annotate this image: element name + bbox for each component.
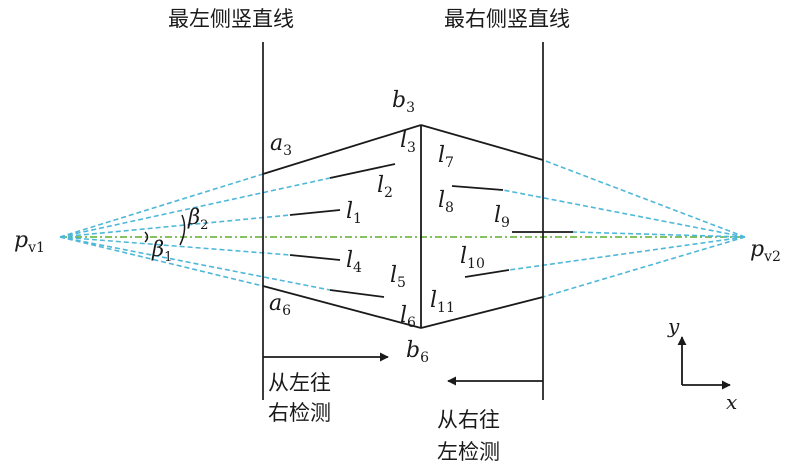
left-to-right-label-line2: 右检测 bbox=[268, 401, 331, 425]
label-a6: a6 bbox=[269, 291, 291, 319]
x-axis-label: x bbox=[726, 390, 737, 414]
label-a3: a3 bbox=[270, 131, 292, 159]
label-pv1: pv1 bbox=[14, 228, 45, 256]
label-b6: b6 bbox=[406, 338, 429, 366]
right-to-left-label-line2: 左检测 bbox=[437, 440, 500, 464]
angle-arc-beta2 bbox=[179, 214, 186, 246]
segment-l1 bbox=[289, 209, 341, 216]
edge-b6-l11 bbox=[420, 296, 544, 329]
angle-arc-beta1 bbox=[144, 231, 149, 243]
heading-right-line: 最右侧竖直线 bbox=[444, 7, 570, 31]
label-l4: l4 bbox=[346, 248, 362, 276]
segment-l10 bbox=[464, 269, 510, 278]
trapezoid-outline bbox=[262, 124, 544, 329]
label-l3: l3 bbox=[400, 128, 416, 156]
label-l8: l8 bbox=[438, 188, 454, 216]
edge-a3-b3 bbox=[262, 124, 422, 175]
label-l11: l11 bbox=[430, 288, 455, 316]
segment-l8 bbox=[451, 185, 504, 191]
label-l7: l7 bbox=[438, 143, 454, 171]
edge-b3-l7 bbox=[420, 124, 544, 161]
label-l9: l9 bbox=[494, 203, 510, 231]
label-pv2: pv2 bbox=[750, 237, 781, 265]
segment-l4 bbox=[289, 254, 341, 261]
right-projection-rays bbox=[502, 159, 746, 298]
interior-segments bbox=[289, 163, 573, 298]
segment-l5 bbox=[329, 289, 385, 298]
edge-a6-b6 bbox=[262, 285, 422, 329]
label-beta2: β2 bbox=[187, 205, 208, 233]
left-projection-rays bbox=[59, 173, 331, 291]
label-l5: l5 bbox=[390, 263, 406, 291]
right-to-left-label-line1: 从右往 bbox=[437, 408, 500, 432]
left-to-right-label-line1: 从左往 bbox=[268, 371, 331, 395]
label-b3: b3 bbox=[392, 88, 415, 116]
label-l2: l2 bbox=[377, 173, 393, 201]
segment-l2 bbox=[329, 163, 396, 179]
heading-left-line: 最左侧竖直线 bbox=[168, 7, 294, 31]
label-l1: l1 bbox=[346, 199, 362, 227]
label-l6: l6 bbox=[400, 303, 416, 331]
label-beta1: β1 bbox=[151, 237, 172, 265]
y-axis-label: y bbox=[667, 314, 680, 338]
label-l10: l10 bbox=[460, 244, 485, 272]
